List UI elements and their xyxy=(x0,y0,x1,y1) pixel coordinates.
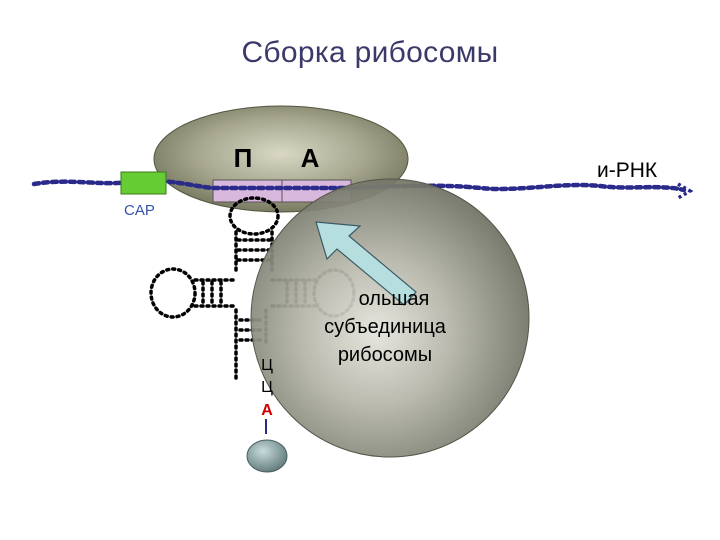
cap-box xyxy=(120,171,167,195)
slide-title: Сборка рибосомы xyxy=(241,36,499,69)
large-subunit xyxy=(250,178,530,458)
site-p-label: П xyxy=(234,143,253,173)
tail-c1-label: Ц xyxy=(261,357,273,374)
large-subunit-label-line1: ольшая xyxy=(359,288,430,310)
site-a-label: А xyxy=(301,143,320,173)
tail-a-label: А xyxy=(261,402,273,419)
tail-c2-label: Ц xyxy=(261,379,273,396)
amino-acid xyxy=(246,439,288,473)
mrna-label: и-РНК xyxy=(597,159,658,182)
mrna-arrowhead xyxy=(677,182,694,200)
cap-label: CAP xyxy=(124,202,155,219)
arrow-to-a-site xyxy=(315,221,417,306)
large-subunit-label-line2: субъединица xyxy=(324,316,447,338)
large-subunit-label-line3: рибосомы xyxy=(338,344,432,366)
